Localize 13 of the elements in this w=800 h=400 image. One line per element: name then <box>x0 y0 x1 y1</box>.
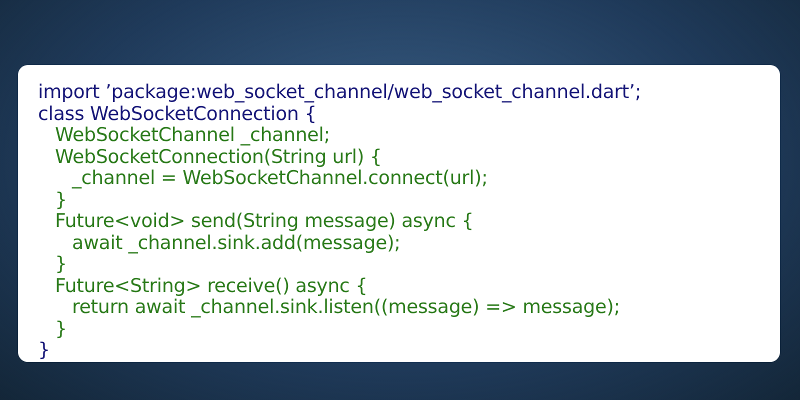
code-line: _channel = WebSocketChannel.connect(url); <box>72 167 488 189</box>
code-line: Future<String> receive() async { <box>55 274 368 296</box>
code-line: await _channel.sink.add(message); <box>72 232 400 254</box>
code-line: WebSocketChannel _channel; <box>55 124 330 146</box>
code-line: import ’package:web_socket_channel/web_socket_channel.dart’; <box>38 81 642 103</box>
code-line: } <box>55 188 67 210</box>
code-line: Future<void> send(String message) async { <box>55 210 474 232</box>
code-line: } <box>55 318 67 340</box>
code-line: class WebSocketConnection { <box>38 102 316 124</box>
code-line: return await _channel.sink.listen((message) => message); <box>72 296 620 318</box>
code-line: WebSocketConnection(String url) { <box>55 146 382 168</box>
code-line: } <box>55 253 67 275</box>
code-line: } <box>38 339 50 361</box>
